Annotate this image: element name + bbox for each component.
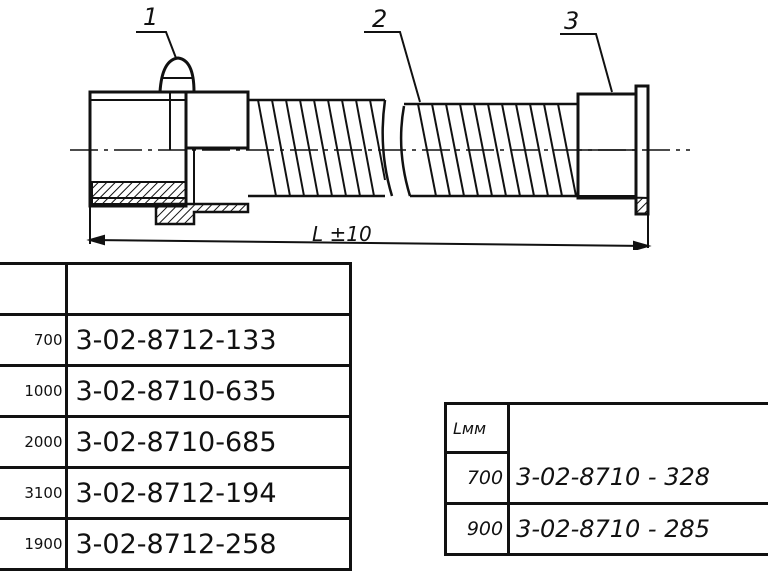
spec-table-right: Lмм 700 3-02-8710 - 328 900 3-02-8710 - …	[444, 402, 768, 556]
table-row: 1900 3-02-8712-258	[0, 519, 350, 570]
table-row: 700 3-02-8712-133	[0, 315, 350, 366]
table-header-row	[0, 264, 350, 315]
length-cell: 1900	[0, 519, 66, 570]
table-row: 700 3-02-8710 - 328	[446, 453, 768, 504]
length-cell: 700	[446, 453, 509, 504]
code-cell: 3-02-8710-685	[66, 417, 350, 468]
callout-2: 2	[372, 7, 387, 31]
right-fitting	[570, 86, 648, 214]
length-cell: 2000	[0, 417, 66, 468]
code-cell: 3-02-8712-258	[66, 519, 350, 570]
left-fitting	[90, 58, 248, 224]
table-row: 900 3-02-8710 - 285	[446, 504, 768, 555]
length-cell: 3100	[0, 468, 66, 519]
hose-assembly-drawing	[0, 0, 768, 250]
length-cell: 700	[0, 315, 66, 366]
length-cell: 1000	[0, 366, 66, 417]
callout-3: 3	[564, 9, 579, 33]
length-header: Lмм	[446, 404, 509, 453]
dimension-label: L ±10	[312, 224, 372, 244]
code-cell: 3-02-8710-635	[66, 366, 350, 417]
table-header-row: Lмм	[446, 404, 768, 453]
table-row: 2000 3-02-8710-685	[0, 417, 350, 468]
spec-table-left: 700 3-02-8712-133 1000 3-02-8710-635 200…	[0, 262, 352, 571]
code-cell: 3-02-8710 - 285	[509, 504, 768, 555]
hose-left-section	[248, 100, 392, 196]
code-cell: 3-02-8712-194	[66, 468, 350, 519]
length-cell: 900	[446, 504, 509, 555]
table-row: 1000 3-02-8710-635	[0, 366, 350, 417]
table-row: 3100 3-02-8712-194	[0, 468, 350, 519]
code-cell: 3-02-8710 - 328	[509, 453, 768, 504]
code-cell: 3-02-8712-133	[66, 315, 350, 366]
callout-1: 1	[143, 5, 158, 29]
